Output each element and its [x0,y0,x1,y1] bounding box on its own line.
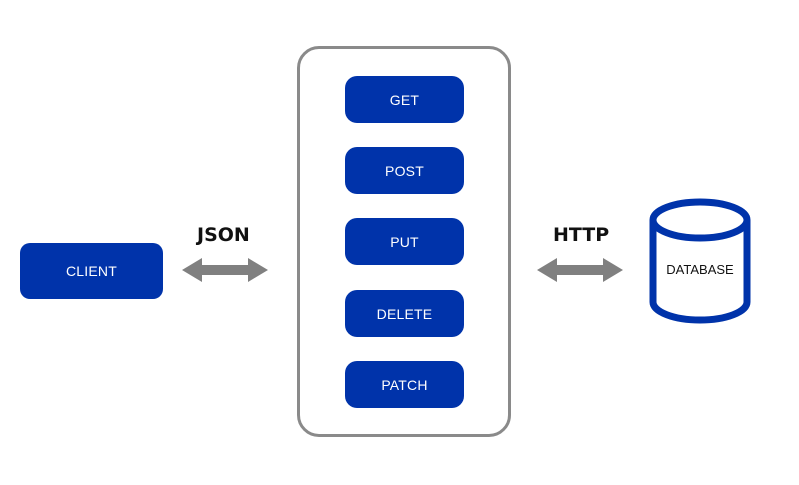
client-api-double-arrow-icon [182,258,268,282]
json-label: JSON [197,224,250,246]
method-put: PUT [345,218,464,265]
api-database-double-arrow-icon [537,258,623,282]
method-label: POST [385,162,424,179]
client-label: CLIENT [66,263,117,279]
client-node: CLIENT [20,243,163,299]
method-label: DELETE [376,305,433,322]
method-label: GET [389,91,420,108]
method-delete: DELETE [345,290,464,337]
method-post: POST [345,147,464,194]
http-label: HTTP [553,224,610,246]
method-patch: PATCH [345,361,464,408]
database-label: DATABASE [666,262,734,277]
method-label: PATCH [381,376,428,393]
method-get: GET [345,76,464,123]
database-cylinder-icon [649,198,751,324]
method-label: PUT [390,233,419,250]
